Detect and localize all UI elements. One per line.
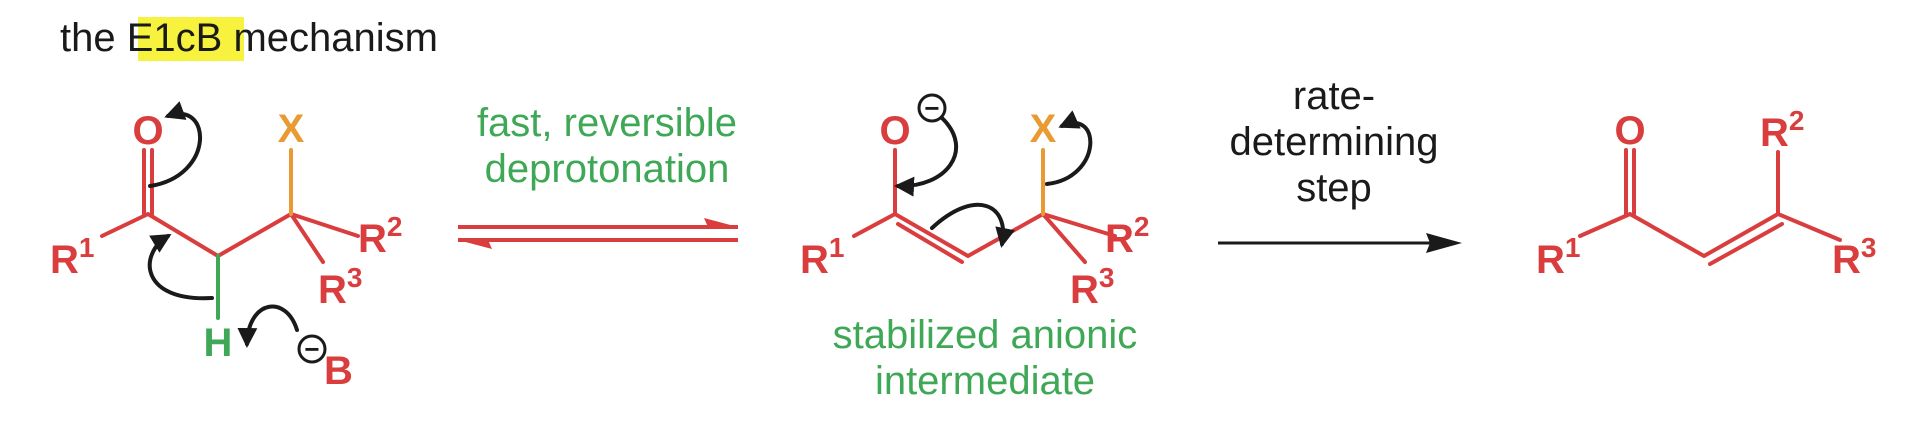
- page-title: the E1cB mechanism: [60, 16, 438, 60]
- prod-r3-label: R3: [1832, 232, 1876, 282]
- step-1: fast, reversible deprotonation: [458, 101, 738, 249]
- product: O R1 R2 R3: [1536, 105, 1876, 282]
- reaction-arrow-icon: [1218, 233, 1462, 253]
- int-leaving-group-label: X: [1030, 107, 1057, 151]
- equilibrium-arrows-icon: [458, 218, 738, 249]
- base-label: B: [324, 349, 353, 393]
- sm-r1-label: R1: [50, 232, 94, 282]
- curved-arrow-icon: [148, 101, 202, 188]
- step-1-label-line-2: deprotonation: [485, 147, 730, 191]
- int-enolate-double-bond: [896, 222, 964, 264]
- prod-carbonyl-double-bond: [1624, 148, 1636, 216]
- curved-arrow-icon: [930, 202, 1015, 248]
- prod-oxygen-label: O: [1614, 109, 1645, 153]
- sm-r2-label: R2: [358, 211, 402, 261]
- negative-charge-icon: −: [917, 93, 947, 123]
- sm-carbon-chain: [100, 212, 360, 258]
- curved-arrow-icon: [894, 116, 958, 197]
- int-r2-label: R2: [1105, 211, 1149, 261]
- int-oxygen-label: O: [879, 109, 910, 153]
- negative-charge-icon: −: [297, 334, 327, 364]
- prod-carbon-chain: [1578, 212, 1842, 258]
- step-2-label-line-3: step: [1296, 166, 1372, 210]
- sm-oxygen-label: O: [132, 109, 163, 153]
- title-highlight: [138, 17, 244, 61]
- int-carbon-chain: [852, 212, 1117, 258]
- prod-alkene-double-bond: [1708, 222, 1784, 266]
- prod-r2-label: R2: [1760, 105, 1804, 155]
- title: the E1cB mechanism: [60, 16, 438, 61]
- sm-carbonyl-double-bond: [142, 148, 154, 216]
- step-1-label-line-1: fast, reversible: [477, 101, 737, 145]
- step-2-label-line-2: determining: [1229, 120, 1438, 164]
- step-2: rate- determining step: [1218, 74, 1462, 253]
- sm-r3-label: R3: [318, 262, 362, 312]
- enolate-intermediate: O − X R1 R2 R3 stabilized anionic interm…: [800, 93, 1149, 403]
- prod-r1-label: R1: [1536, 232, 1580, 282]
- sm-hydrogen-label: H: [204, 321, 233, 365]
- int-bond-r3: [1041, 212, 1087, 264]
- svg-text:−: −: [304, 334, 319, 364]
- svg-text:−: −: [924, 93, 939, 123]
- intermediate-label-line-2: intermediate: [875, 359, 1095, 403]
- int-r3-label: R3: [1070, 262, 1114, 312]
- curved-arrow-icon: [147, 233, 214, 301]
- starting-material: O X H R1 R2 R3 − B: [50, 101, 402, 393]
- curved-arrow-icon: [237, 304, 299, 348]
- sm-leaving-group-label: X: [278, 107, 305, 151]
- int-r1-label: R1: [800, 232, 844, 282]
- curved-arrow-icon: [1045, 110, 1093, 186]
- step-2-label-line-1: rate-: [1293, 74, 1375, 118]
- sm-bond-r3: [289, 212, 325, 264]
- intermediate-label-line-1: stabilized anionic: [833, 313, 1138, 357]
